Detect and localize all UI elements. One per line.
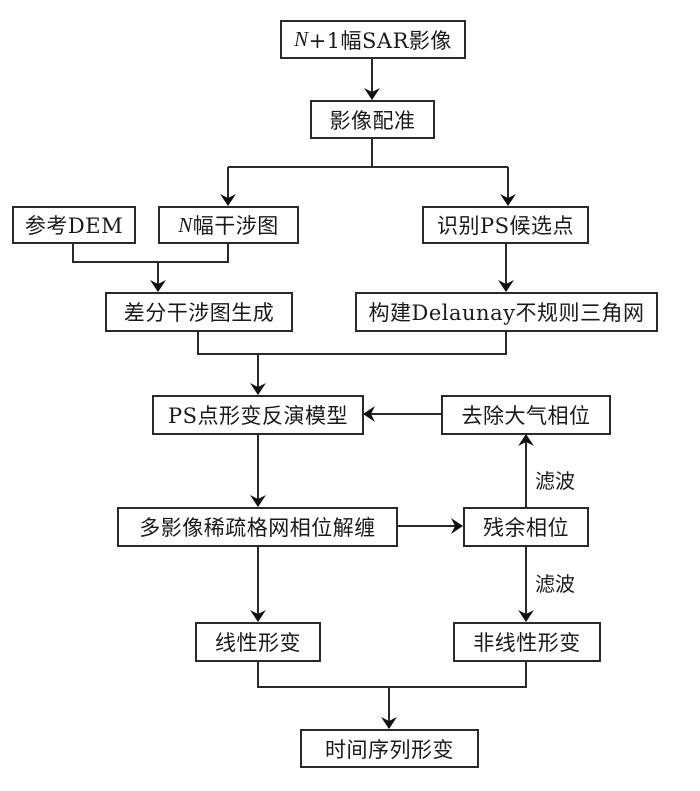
node-remove-atmosphere: 去除大气相位 (441, 395, 611, 435)
node-residual-phase: 残余相位 (463, 507, 589, 547)
node-ref-dem: 参考DEM (12, 206, 136, 244)
node-residual-phase-label: 残余相位 (483, 516, 569, 540)
node-delaunay-label: 构建Delaunay不规则三角网 (368, 301, 645, 325)
node-ps-inversion-label: PS点形变反演模型 (167, 404, 348, 428)
node-time-series: 时间序列形变 (300, 729, 479, 768)
node-unwrapping-label: 多影像稀疏格网相位解缠 (139, 516, 376, 540)
node-ps-inversion: PS点形变反演模型 (152, 395, 364, 435)
node-remove-atmosphere-label: 去除大气相位 (461, 404, 591, 428)
edge-deformation-merge (257, 661, 527, 688)
node-linear-deformation-label: 线性形变 (215, 631, 301, 655)
node-diff-interferogram-label: 差分干涉图生成 (123, 301, 275, 325)
node-interferograms-italic: N (178, 212, 193, 237)
node-unwrapping: 多影像稀疏格网相位解缠 (117, 507, 398, 547)
node-interferograms-label: 幅干涉图 (192, 214, 279, 238)
node-sar-images: N+1幅SAR影像 (280, 20, 466, 59)
node-registration-label: 影像配准 (329, 108, 416, 133)
edge-registration-split (228, 138, 508, 168)
node-sar-images-italic: N (294, 27, 309, 51)
node-delaunay: 构建Delaunay不规则三角网 (355, 292, 658, 332)
node-ref-dem-label: 参考DEM (24, 214, 124, 238)
node-nonlinear-deformation: 非线性形变 (453, 622, 601, 662)
node-diff-interferogram: 差分干涉图生成 (105, 292, 293, 332)
node-ps-candidates: 识别PS候选点 (422, 206, 589, 244)
node-linear-deformation: 线性形变 (195, 622, 321, 662)
edge-dem-interferograms-merge (72, 243, 229, 263)
node-nonlinear-deformation-label: 非线性形变 (473, 631, 581, 655)
node-registration: 影像配准 (310, 100, 435, 139)
edge-diff-delaunay-merge (197, 331, 507, 355)
node-ps-candidates-label: 识别PS候选点 (436, 214, 575, 238)
edge-label-filter-up: 滤波 (535, 469, 575, 493)
edge-label-filter-down: 滤波 (535, 572, 575, 596)
node-time-series-label: 时间序列形变 (325, 737, 454, 762)
node-sar-images-label: +1幅SAR影像 (308, 28, 452, 53)
